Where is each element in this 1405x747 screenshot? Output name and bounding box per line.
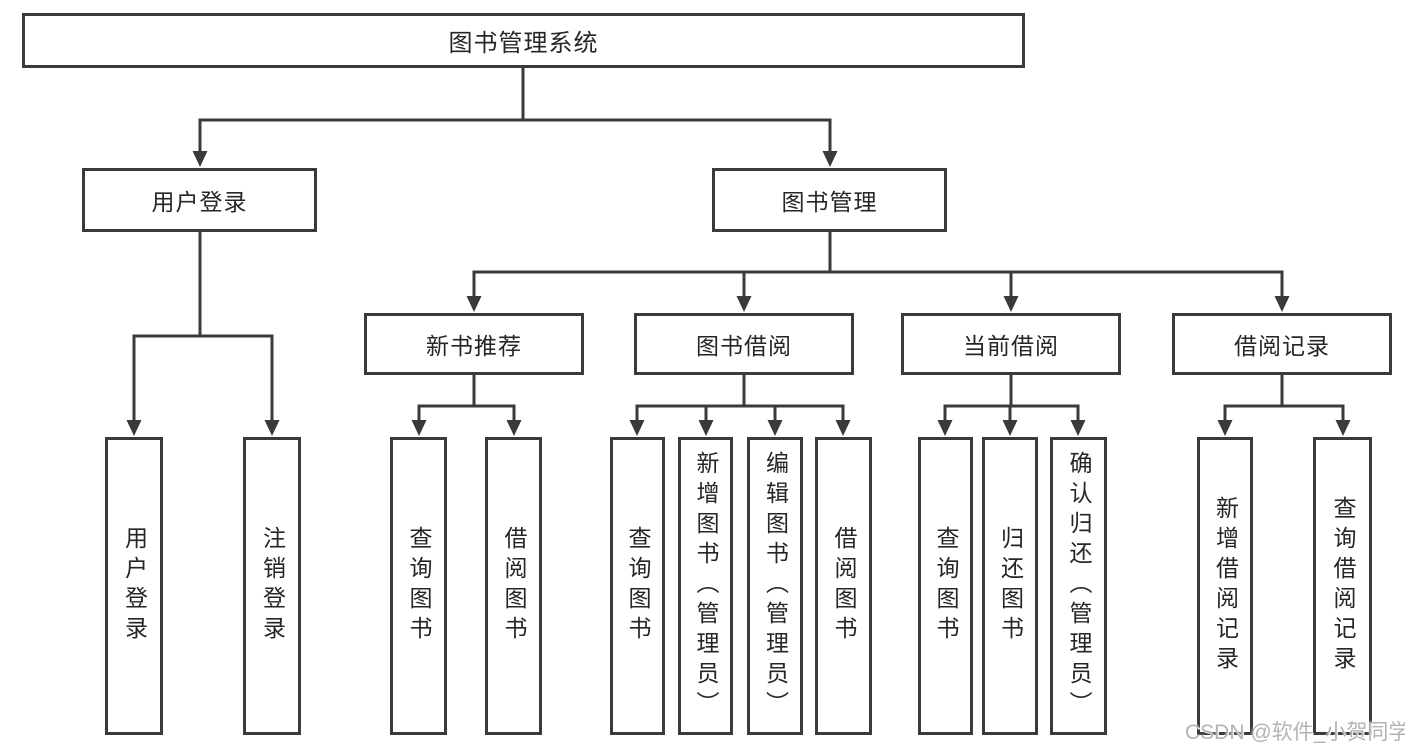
leaf-add-book-admin: 新增图书（管理员）	[678, 437, 733, 735]
node-label: 查询图书	[406, 526, 432, 646]
node-label: 新书推荐	[426, 333, 522, 359]
node-label: 新增借阅记录	[1212, 496, 1239, 676]
node-book-borrow: 图书借阅	[634, 313, 854, 375]
leaf-return-book: 归还图书	[982, 437, 1038, 735]
node-borrow-record: 借阅记录	[1172, 313, 1392, 375]
node-label: 图书管理	[781, 189, 878, 215]
node-label: 确认归还（管理员）	[1066, 451, 1092, 721]
connector-book-borrow-to-leaves	[629, 375, 851, 436]
node-new-book-recommend: 新书推荐	[364, 313, 584, 375]
node-label: 查询图书	[625, 526, 651, 646]
connector-new-book-recommend-to-leaves	[411, 375, 522, 436]
connector-current-borrow-to-leaves	[937, 375, 1086, 436]
leaf-logout: 注销登录	[243, 437, 301, 735]
leaf-borrow-book-recommend: 借阅图书	[485, 437, 542, 735]
node-current-borrow: 当前借阅	[901, 313, 1121, 375]
leaf-edit-book-admin: 编辑图书（管理员）	[747, 437, 803, 735]
leaf-user-login: 用户登录	[105, 437, 163, 735]
node-label: 查询借阅记录	[1330, 496, 1356, 676]
leaf-confirm-return-admin: 确认归还（管理员）	[1050, 437, 1107, 735]
node-label: 新增图书（管理员）	[693, 451, 719, 721]
leaf-add-borrow-record: 新增借阅记录	[1197, 437, 1253, 735]
leaf-borrow-book: 借阅图书	[815, 437, 872, 735]
node-label: 借阅图书	[501, 526, 527, 646]
node-label: 编辑图书（管理员）	[762, 451, 789, 721]
connector-borrow-record-to-leaves	[1217, 375, 1351, 436]
node-label: 当前借阅	[963, 333, 1059, 359]
connector-book-management-to-level3	[466, 232, 1290, 312]
node-label: 查询图书	[933, 526, 959, 646]
node-label: 借阅记录	[1234, 333, 1330, 359]
node-label: 注销登录	[259, 526, 286, 646]
leaf-query-borrow-record: 查询借阅记录	[1313, 437, 1372, 735]
connector-user-login-to-leaves	[126, 232, 280, 436]
csdn-watermark: CSDN @软件_小贺同学	[1185, 721, 1405, 744]
node-root-library-management-system: 图书管理系统	[22, 13, 1025, 68]
node-book-management: 图书管理	[712, 168, 947, 232]
leaf-query-book-recommend: 查询图书	[390, 437, 447, 735]
leaf-query-book-current: 查询图书	[918, 437, 973, 735]
connector-root-to-level2	[192, 68, 838, 167]
node-user-login: 用户登录	[82, 168, 317, 232]
node-label: 用户登录	[151, 189, 248, 215]
node-label: 图书管理系统	[448, 30, 599, 57]
leaf-query-book-borrow: 查询图书	[610, 437, 665, 735]
node-label: 用户登录	[121, 526, 148, 646]
node-label: 图书借阅	[696, 333, 792, 359]
node-label: 借阅图书	[831, 526, 857, 646]
node-label: 归还图书	[997, 526, 1024, 646]
